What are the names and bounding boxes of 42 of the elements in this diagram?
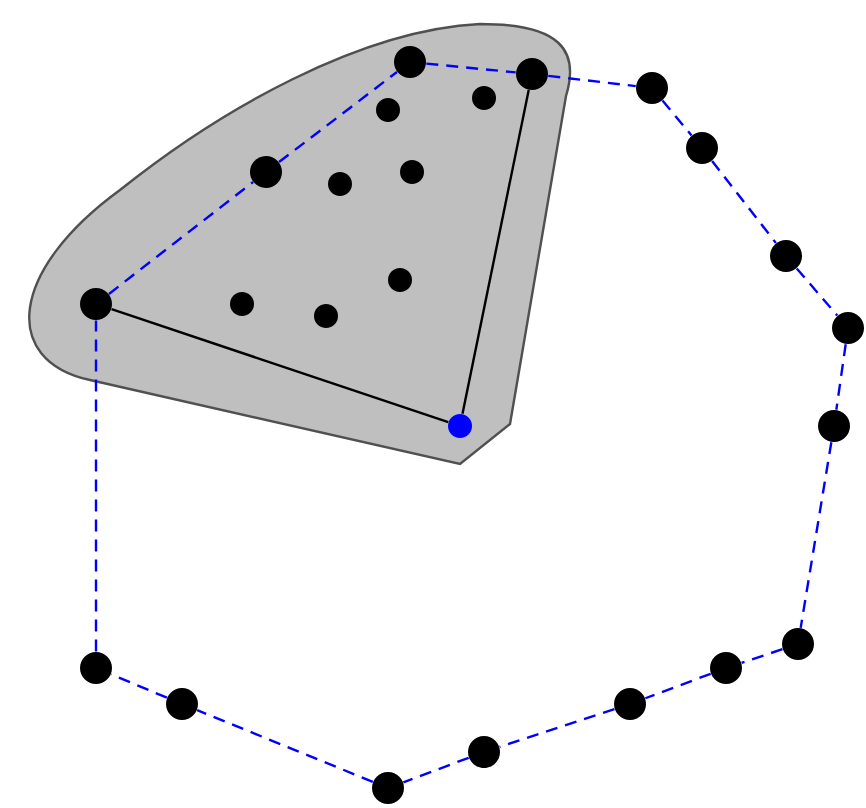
line (461, 89, 530, 415)
dot (80, 652, 112, 684)
dashed-line (108, 181, 254, 295)
dashed-line (499, 708, 615, 749)
dot (394, 46, 426, 78)
dot (818, 410, 850, 442)
dot (372, 772, 404, 804)
dot (80, 288, 112, 320)
dot (468, 736, 500, 768)
dot (710, 652, 742, 684)
dashed-line (711, 160, 777, 244)
dot (448, 414, 472, 438)
dashed-line (644, 672, 712, 700)
dashed-line (661, 99, 693, 137)
dot (388, 268, 412, 292)
dot (782, 628, 814, 660)
dashed-line (196, 709, 374, 783)
dashed-line (110, 673, 168, 699)
dot (230, 292, 254, 316)
dot (472, 86, 496, 110)
dot (636, 72, 668, 104)
dot (400, 160, 424, 184)
dashed-line (278, 71, 398, 163)
dashed-line (741, 648, 783, 664)
dashed-line (402, 756, 470, 784)
dashed-line (548, 74, 636, 88)
dashed-line (799, 442, 833, 629)
dot (686, 132, 718, 164)
dot (516, 58, 548, 90)
dashed-line (835, 344, 847, 410)
dot (250, 156, 282, 188)
dot (614, 688, 646, 720)
dot (166, 688, 198, 720)
dot (376, 98, 400, 122)
dashed-line (795, 267, 839, 317)
line (111, 308, 449, 424)
dot (328, 172, 352, 196)
dashed-line (94, 320, 98, 652)
dot (314, 304, 338, 328)
dashed-line (426, 62, 516, 74)
dot (832, 312, 864, 344)
dot (770, 240, 802, 272)
